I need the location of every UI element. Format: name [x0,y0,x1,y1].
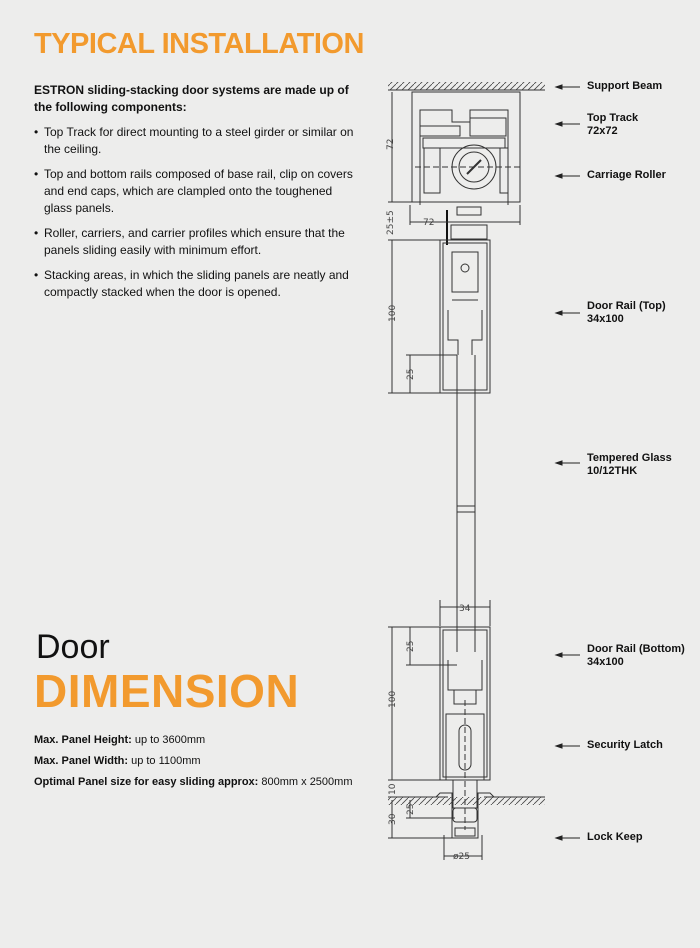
spec-optimal: Optimal Panel size for easy sliding appr… [34,776,353,788]
label-door-rail-bottom: Door Rail (Bottom)34x100 [587,643,685,668]
top-track [411,91,521,205]
label-lock-keep: Lock Keep [587,831,643,843]
door-rail-top [439,239,491,394]
carriage-roller [415,144,520,245]
security-latch [458,700,472,830]
tempered-glass [456,355,476,652]
dim-track-height: 72 [386,139,396,150]
list-item: Top Track for direct mounting to a steel… [34,124,356,158]
spec-height: Max. Panel Height: up to 3600mm [34,734,206,746]
door-heading: Door [36,628,110,666]
dim-rail-top-insert: 25 [406,369,416,380]
spec-list: Max. Panel Height: up to 3600mm Max. Pan… [34,730,353,793]
dim-rail-bottom-height: 100 [388,691,398,708]
page-title: TYPICAL INSTALLATION [34,28,364,60]
dimension-heading: DIMENSION [34,665,300,717]
spec-width: Max. Panel Width: up to 1100mm [34,755,201,767]
lock-keep [435,779,495,839]
dim-glass-width: 34 [459,604,471,614]
dim-keep-insert: 25 [406,804,416,815]
dim-track-width: 72 [423,218,434,228]
dim-track [388,92,521,394]
dim-keep-dia: ø25 [453,852,470,862]
list-item: Stacking areas, in which the sliding pan… [34,267,356,301]
list-item: Top and bottom rails composed of base ra… [34,166,356,217]
support-beam [388,82,545,91]
floor [388,796,545,805]
component-list: Top Track for direct mounting to a steel… [34,124,356,309]
label-door-rail-top: Door Rail (Top)34x100 [587,300,666,325]
dim-gap: 25±5 [386,210,396,235]
dim-rail-bottom-insert: 25 [406,641,416,652]
dim-floor-gap: 10 [388,783,398,795]
callout-arrows [554,84,580,841]
dim-bottom [388,626,483,860]
dim-rail-top-height: 100 [388,305,398,322]
dim-keep-depth: 30 [388,813,398,825]
list-item: Roller, carriers, and carrier profiles w… [34,225,356,259]
label-support-beam: Support Beam [587,80,663,92]
intro-text: ESTRON sliding-stacking door systems are… [34,83,349,114]
label-security-latch: Security Latch [587,739,663,751]
label-carriage-roller: Carriage Roller [587,169,666,181]
